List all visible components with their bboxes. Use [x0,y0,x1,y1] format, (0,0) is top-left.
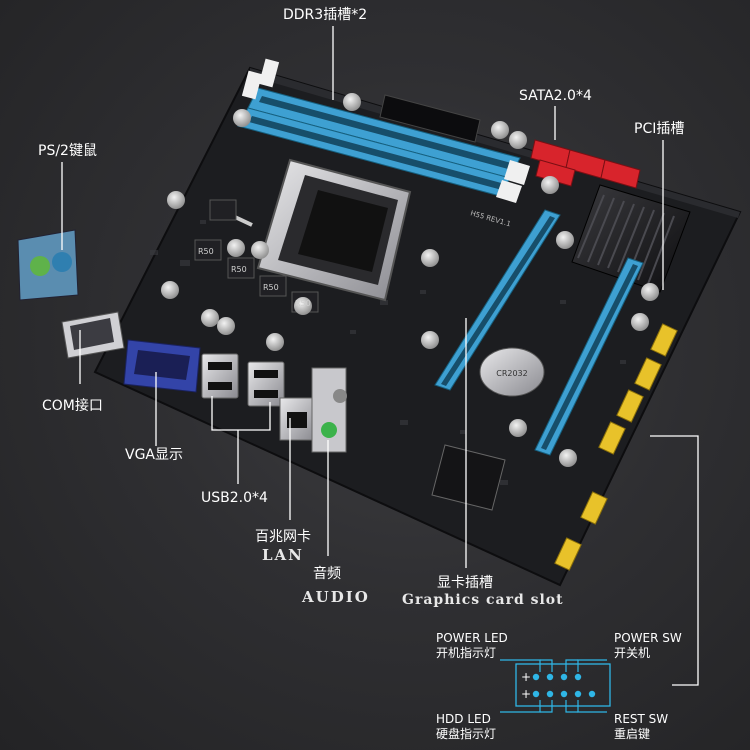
inductor-mark: R50 [198,247,214,256]
inductor-labels: R50 R50 R50 R50 [198,247,311,308]
cpu-socket [219,158,412,302]
audio-label-cn: 音频 [313,566,341,582]
ps2-label: PS/2键鼠 [38,143,97,159]
io-chip [431,444,506,511]
inductor-mark: R50 [295,299,311,308]
sata-label: SATA2.0*4 [519,88,592,104]
rest-sw-label: REST SW [614,712,669,726]
inductor-mark: R50 [263,283,279,292]
battery-label: CR2032 [496,369,528,378]
usb-label: USB2.0*4 [201,490,268,506]
pci-label: PCI插槽 [634,121,685,137]
chipset-heatsink [571,184,691,293]
power-sw-label: POWER SW [614,631,682,645]
power-sw-label-cn: 开关机 [614,646,651,660]
lan-label-en: LAN [262,546,304,564]
power-led-label: POWER LED [436,631,508,645]
pin-dots [532,673,596,698]
graphics-slot-label-en: Graphics card slot [402,592,564,608]
hdd-led-label-cn: 硬盘指示灯 [436,727,497,741]
vga-label: VGA显示 [125,447,184,463]
capacitors [161,93,659,467]
atx-power-connector [379,94,481,143]
pin-header-outline [515,663,611,707]
rear-io [17,229,347,453]
graphics-slot-label-cn: 显卡插槽 [437,575,493,591]
cmos-battery: CR2032 [479,347,545,397]
pci-slot [534,257,644,456]
plus-marker-top: + [521,670,532,684]
power-led-label-cn: 开机指示灯 [436,646,497,660]
lan-label-cn: 百兆网卡 [255,529,311,545]
rest-sw-label-cn: 重启键 [614,727,651,741]
com-label: COM接口 [42,398,103,414]
ddr3-label: DDR3插槽*2 [283,7,368,23]
sata-ports [530,139,641,189]
yellow-headers [554,323,678,571]
audio-label-en: AUDIO [302,588,370,606]
hdd-led-label: HDD LED [436,712,491,726]
ddr3-slots [237,58,530,203]
plus-marker-bottom: + [521,687,532,701]
inductor-mark: R50 [231,265,247,274]
